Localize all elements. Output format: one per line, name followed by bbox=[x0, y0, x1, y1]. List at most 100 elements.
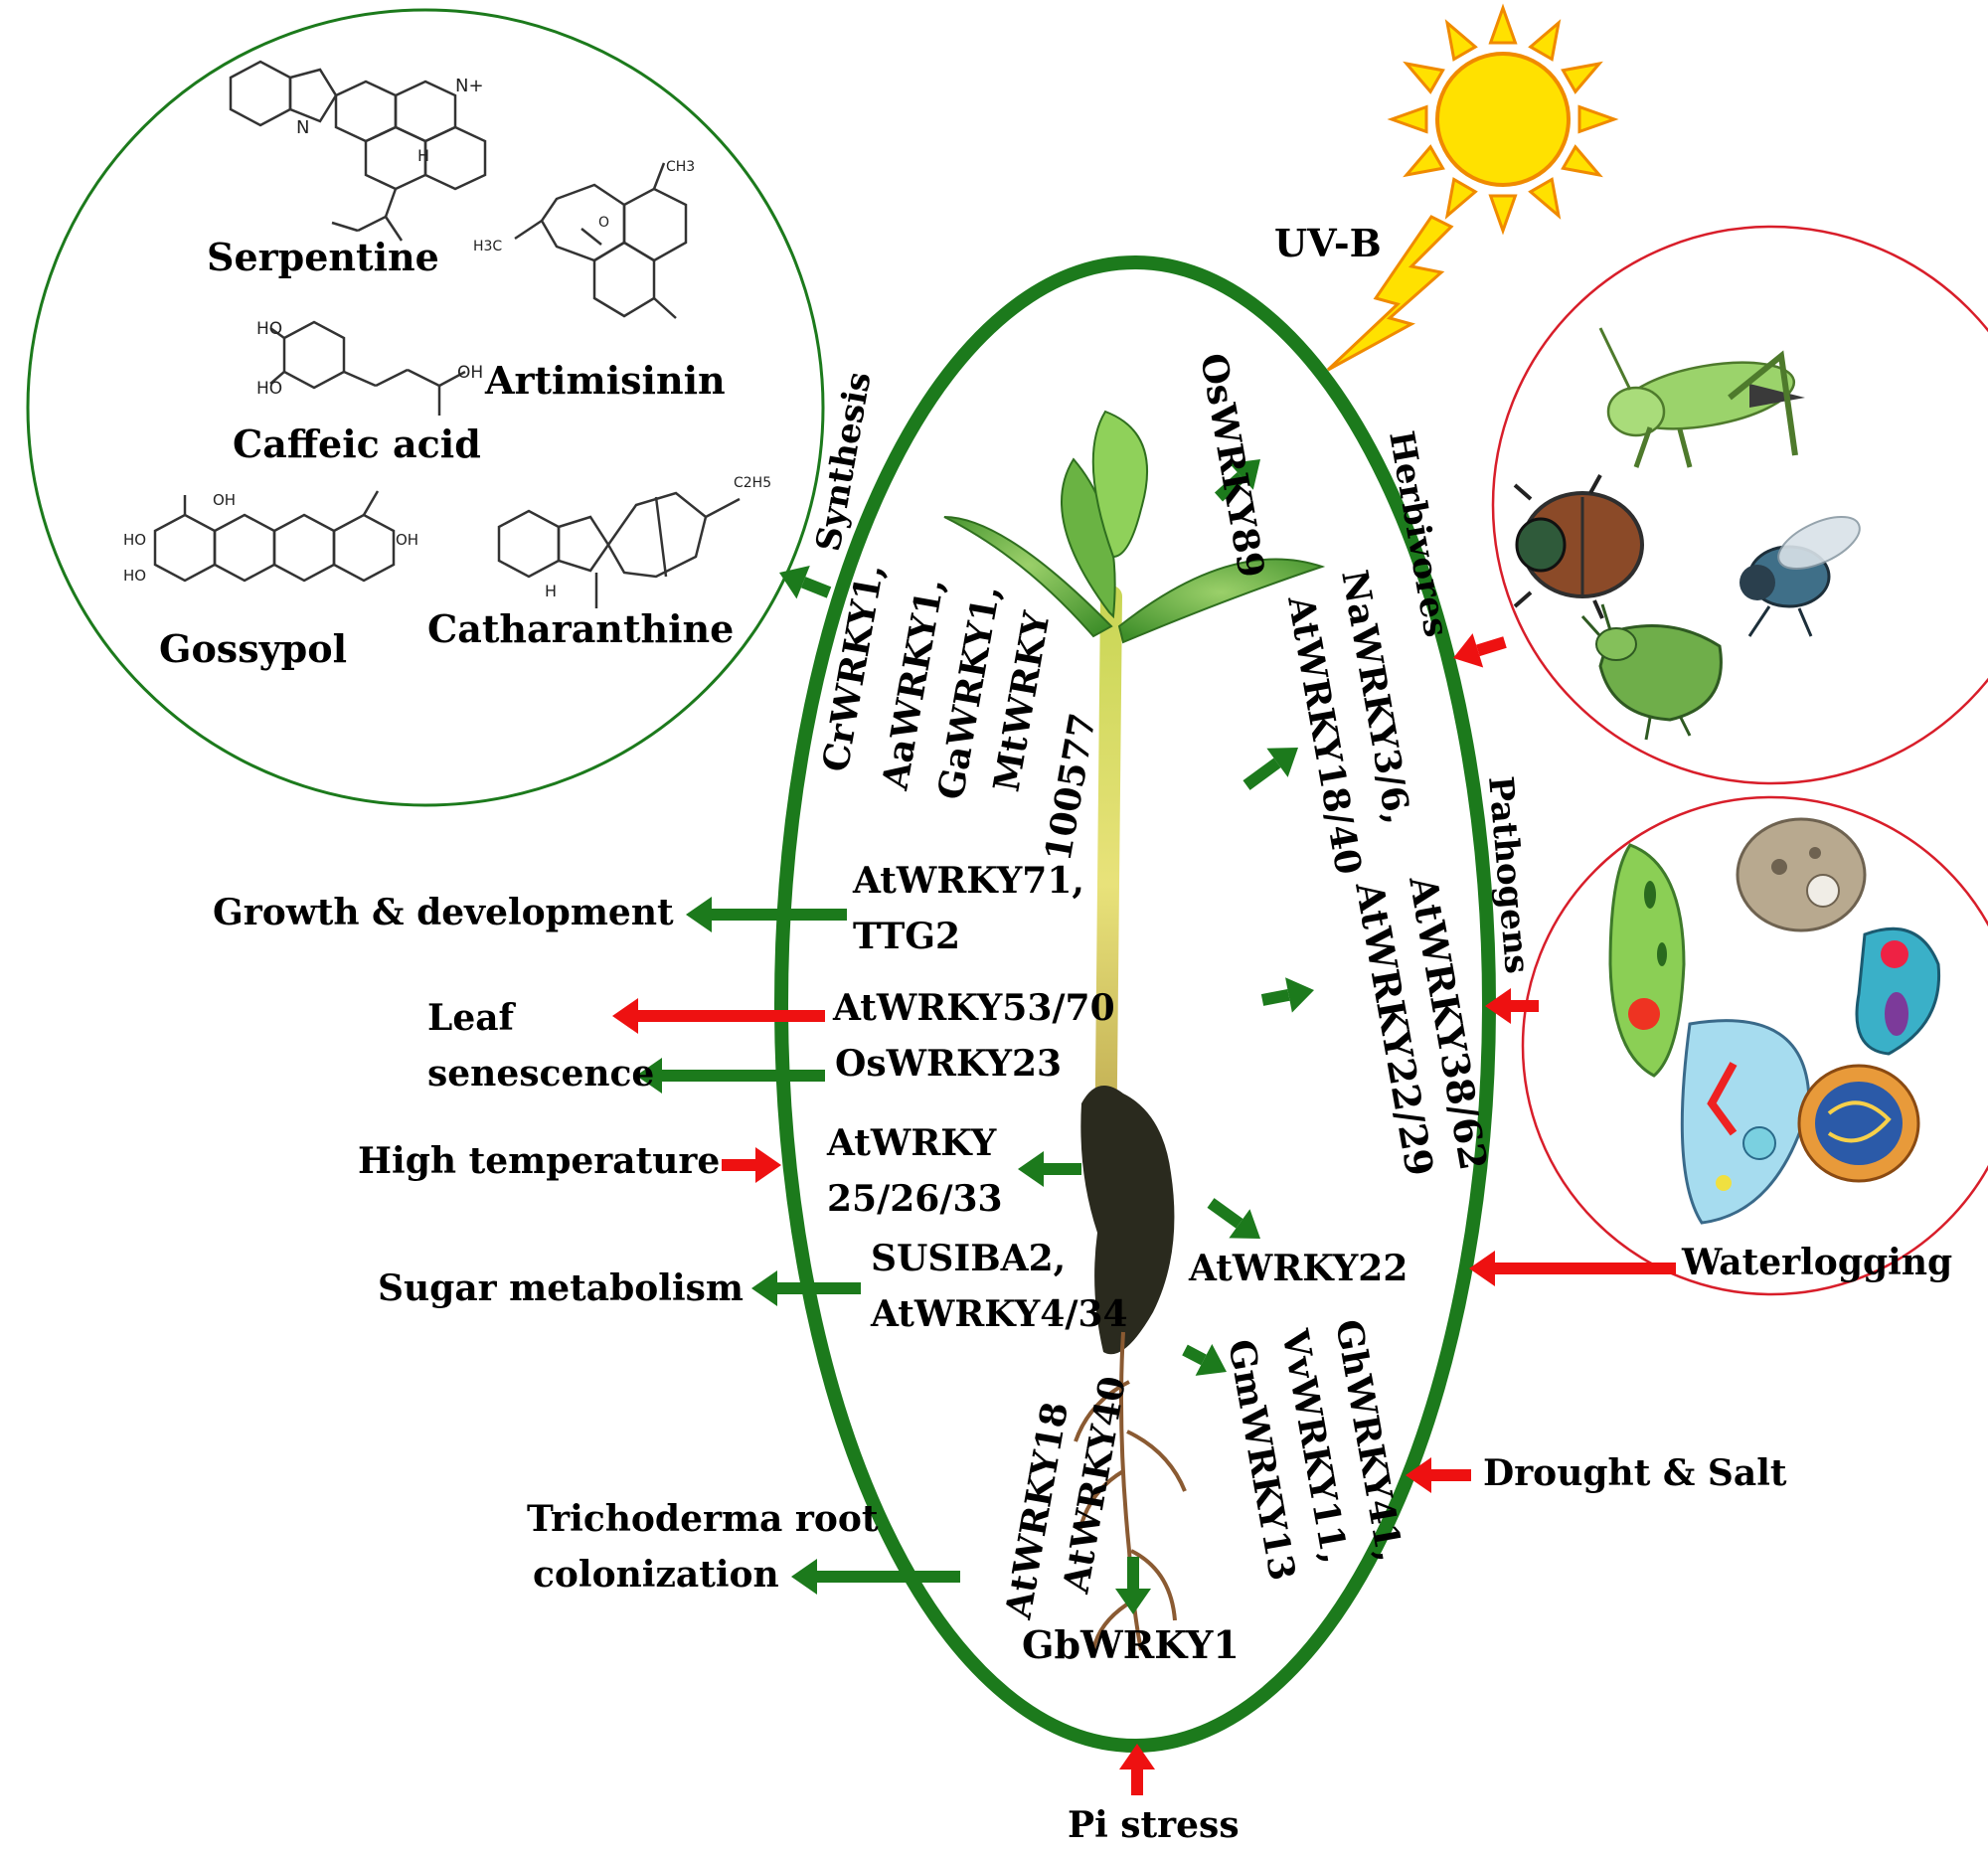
stinkbug-icon bbox=[1580, 603, 1723, 741]
fly-icon bbox=[1740, 516, 1861, 637]
gene-oswrky89: OsWRKY89 bbox=[1192, 350, 1272, 581]
arrow-leaf bbox=[612, 998, 825, 1034]
arrow-pathogens bbox=[1485, 988, 1539, 1024]
pathogen-genes: AtWRKY38/62 AtWRKY22/29 bbox=[1347, 872, 1496, 1180]
atom-n: N bbox=[296, 117, 309, 138]
atom-ch3: CH3 bbox=[666, 159, 695, 175]
atom-h3c: H3C bbox=[473, 239, 502, 254]
arrow-synthesis bbox=[779, 565, 832, 599]
herbivore-genes: NaWRKY3/6, AtWRKY18/40 bbox=[1279, 567, 1418, 878]
artimisinin-structure bbox=[514, 162, 688, 319]
label-serpentine: Serpentine bbox=[207, 235, 439, 279]
catharanthine-structure bbox=[497, 491, 741, 608]
label-herbivores: Herbivores bbox=[1381, 428, 1456, 640]
serpentine-structure bbox=[229, 60, 487, 242]
arrow-drought-salt bbox=[1406, 1457, 1471, 1493]
sun-ray bbox=[1528, 177, 1562, 220]
label-artimisinin: Artimisinin bbox=[484, 358, 726, 403]
gene-atwrky71: AtWRKY71, bbox=[852, 860, 1084, 902]
arrow-root-drought bbox=[1182, 1343, 1227, 1376]
arrows-layer bbox=[612, 459, 1676, 1795]
atom-ho-g2: HO bbox=[123, 567, 146, 585]
compounds-circle bbox=[26, 8, 825, 807]
arrow-temp-out bbox=[1018, 1151, 1081, 1187]
cell-icon bbox=[1797, 1064, 1920, 1183]
trichoderma-genes: AtWRKY18 AtWRKY40 bbox=[997, 1373, 1134, 1622]
label-uvb: UV-B bbox=[1274, 221, 1382, 265]
amoeba-icon bbox=[1736, 817, 1867, 932]
sun-ray bbox=[1444, 19, 1478, 62]
atom-o: O bbox=[598, 215, 609, 231]
trypanosome-icon bbox=[1855, 926, 1941, 1056]
gene-atwrky-temp: AtWRKY bbox=[826, 1122, 998, 1164]
sun-ray bbox=[1403, 61, 1445, 94]
label-catharanthine: Catharanthine bbox=[427, 606, 734, 651]
sun-ray bbox=[1488, 194, 1518, 236]
sun-ray bbox=[1528, 19, 1562, 62]
label-waterlogging: Waterlogging bbox=[1681, 1242, 1952, 1283]
atom-ho-g1: HO bbox=[123, 531, 146, 549]
gene-atwrky4-34: AtWRKY4/34 bbox=[870, 1293, 1128, 1335]
label-caffeic-acid: Caffeic acid bbox=[233, 421, 481, 466]
label-gossypol: Gossypol bbox=[159, 626, 347, 671]
lightning-bolt-icon bbox=[1326, 215, 1454, 372]
gene-atwrky22: AtWRKY22 bbox=[1188, 1248, 1408, 1289]
arrow-oswrky89 bbox=[1214, 459, 1260, 502]
sun-ray bbox=[1488, 3, 1518, 45]
atom-nplus: N+ bbox=[455, 76, 484, 96]
gene-ttg2: TTG2 bbox=[853, 916, 960, 957]
atom-ho-top: HO bbox=[256, 319, 282, 339]
label-pi-stress: Pi stress bbox=[1068, 1804, 1240, 1846]
sun-ray bbox=[1444, 177, 1478, 220]
arrow-herbivores bbox=[1453, 633, 1507, 668]
herbivores-circle bbox=[1491, 225, 1988, 785]
sun-ray bbox=[1577, 104, 1619, 134]
label-growth-development: Growth & development bbox=[213, 892, 674, 933]
arrow-sugar bbox=[751, 1270, 861, 1306]
pathogens-circle bbox=[1521, 795, 1988, 1296]
arrow-growth bbox=[686, 897, 847, 932]
label-trichoderma-1: Trichoderma root bbox=[527, 1498, 879, 1540]
label-sugar-metabolism: Sugar metabolism bbox=[378, 1267, 744, 1309]
arrow-root-atwrky22 bbox=[1207, 1198, 1260, 1239]
arrow-root-gbwrky1 bbox=[1115, 1557, 1151, 1614]
label-senescence: senescence bbox=[427, 1053, 654, 1095]
gene-atwrky53-70: AtWRKY53/70 bbox=[832, 987, 1115, 1029]
sun-ray bbox=[1387, 104, 1428, 134]
label-leaf: Leaf bbox=[427, 997, 517, 1039]
atom-h-cath: H bbox=[545, 582, 557, 600]
arrow-path-inner bbox=[1260, 977, 1314, 1013]
atom-oh: OH bbox=[457, 363, 483, 383]
sun-icon bbox=[1387, 3, 1619, 236]
atom-oh-g1: OH bbox=[213, 491, 236, 509]
arrow-trichoderma bbox=[791, 1559, 960, 1595]
sun-ray bbox=[1403, 144, 1445, 178]
gene-oswrky23: OsWRKY23 bbox=[835, 1043, 1062, 1085]
synthesis-genes: CrWRKY1, AaWRKY1, GaWRKY1, MtWRKY 100577 bbox=[815, 561, 1104, 865]
label-high-temperature: High temperature bbox=[358, 1140, 720, 1182]
gene-susiba2: SUSIBA2, bbox=[871, 1238, 1066, 1279]
atom-ho-bottom: HO bbox=[256, 379, 282, 399]
paramecium-icon bbox=[1680, 1019, 1811, 1225]
sun-ray bbox=[1561, 144, 1603, 178]
atom-oh-g2: OH bbox=[396, 531, 418, 549]
grasshopper-icon bbox=[1598, 327, 1805, 468]
sun-ray bbox=[1561, 61, 1603, 94]
arrow-pi-stress bbox=[1119, 1744, 1155, 1795]
gene-gbwrky1: GbWRKY1 bbox=[1022, 1622, 1240, 1667]
arrow-waterlogging bbox=[1469, 1251, 1676, 1286]
caffeic-acid-structure bbox=[269, 320, 466, 416]
arrow-herb-inner bbox=[1242, 748, 1298, 790]
atom-c2h5: C2H5 bbox=[734, 475, 771, 491]
arrow-senescence bbox=[636, 1058, 825, 1094]
label-drought-salt: Drought & Salt bbox=[1483, 1452, 1787, 1494]
gene-100577: 100577 bbox=[1038, 710, 1104, 864]
gossypol-structure bbox=[153, 490, 396, 583]
drought-genes: GhWRKY41, VvWRKY11, GmWRKY13 bbox=[1220, 1316, 1410, 1584]
beetle-icon bbox=[1513, 474, 1644, 619]
atom-h: H bbox=[417, 146, 429, 165]
label-trichoderma-2: colonization bbox=[533, 1554, 779, 1596]
arrow-temp-in bbox=[722, 1147, 781, 1183]
